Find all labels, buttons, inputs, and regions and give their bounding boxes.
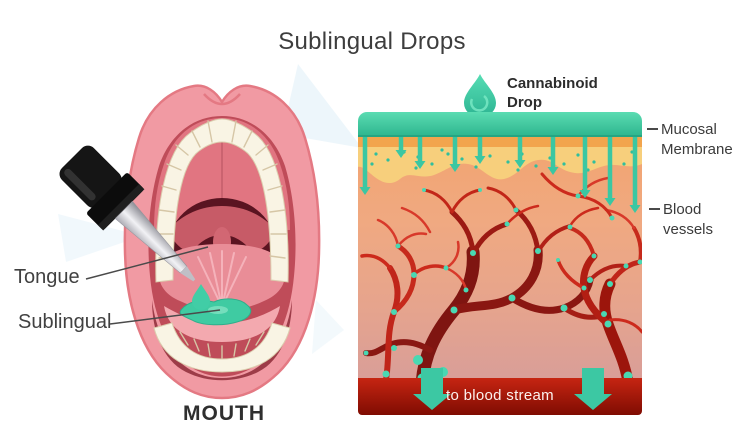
mouth-illustration: [58, 64, 362, 400]
dropper-tip: [180, 266, 196, 282]
callout-tick: [647, 128, 658, 130]
mucosal-membrane-label: Mucosal Membrane: [661, 121, 733, 158]
dropper-collar: [87, 173, 144, 230]
label-pointer-lines: [85, 246, 221, 325]
mouth-caption: MOUTH: [183, 402, 265, 425]
tongue-pointer-line: [85, 246, 209, 280]
dropper-bulb: [59, 145, 122, 208]
falling-drop-icon: [192, 284, 210, 310]
page-title: Sublingual Drops: [278, 28, 466, 55]
cannabinoid-drop-icon: [464, 74, 496, 118]
absorption-diagram: [358, 112, 642, 415]
callout-tick: [649, 208, 660, 210]
tongue: [158, 244, 286, 311]
tongue-label: Tongue: [14, 266, 80, 288]
absorption-diagram-panel: to blood stream: [358, 112, 642, 415]
dropper-tube: [114, 200, 188, 274]
cannabinoid-drop-header: Cannabinoid Drop: [462, 72, 598, 118]
sublingual-label: Sublingual: [18, 311, 112, 333]
absorption-arrows: [359, 137, 641, 213]
lower-teeth: [153, 322, 291, 373]
upper-teeth: [155, 118, 289, 283]
dropper: [59, 145, 196, 282]
mucosal-membrane-callout: Mucosal Membrane: [647, 120, 733, 160]
cannabinoid-drop-label: Cannabinoid Drop: [507, 75, 598, 111]
sublingual-pointer-line: [109, 309, 221, 325]
blood-vessels-callout: Blood vessels: [649, 200, 713, 240]
bloodstream-label: to blood stream: [446, 387, 554, 404]
bloodstream-arrows: [413, 368, 612, 410]
mucosal-membrane-bar: [358, 112, 642, 137]
blood-vessels-label: Blood vessels: [663, 201, 714, 238]
lip-notch: [203, 93, 241, 106]
